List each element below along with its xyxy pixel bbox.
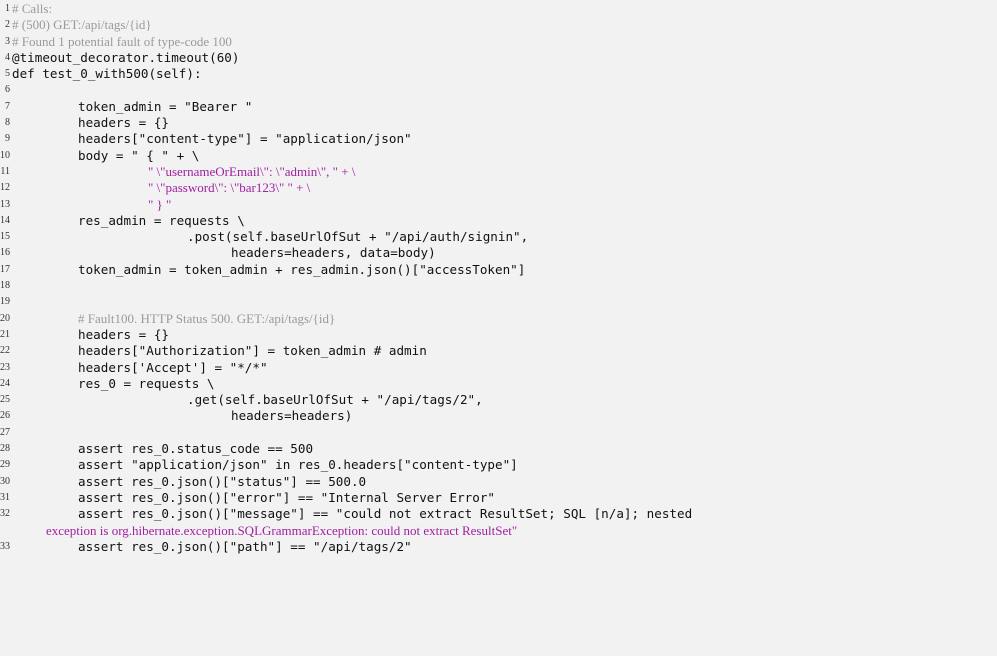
line-number: 10	[0, 149, 10, 161]
line-number: 13	[0, 198, 10, 210]
code-line: 23 headers['Accept'] = "*/*"	[0, 360, 997, 376]
code-text: res_admin = requests \	[78, 212, 245, 228]
code-text: assert res_0.json()["message"] == "could…	[78, 506, 693, 522]
line-number: 8	[5, 117, 10, 129]
code-text: assert res_0.json()["path"] == "/api/tag…	[78, 538, 412, 554]
code-text: token_admin = "Bearer "	[78, 98, 253, 114]
code-line: 32 assert res_0.json()["message"] == "cou…	[0, 506, 997, 522]
line-number: 2	[5, 19, 10, 31]
line-number: 28	[0, 443, 10, 455]
code-text: headers['Accept'] = "*/*"	[78, 359, 268, 375]
code-line: 9 headers["content-type"] = "application/…	[0, 131, 997, 147]
line-number: 5	[5, 68, 10, 80]
line-number: 25	[0, 394, 10, 406]
code-line: 6	[0, 82, 997, 98]
code-text: headers = {}	[78, 326, 169, 342]
code-line: 28 assert res_0.status_code == 500	[0, 441, 997, 457]
code-text: body = " { " + \	[78, 147, 200, 163]
code-line: 13 " } "	[0, 197, 997, 213]
code-line: 26 headers=headers)	[0, 408, 997, 424]
line-number: 15	[0, 231, 10, 243]
code-line: 29 assert "application/json" in res_0.hea…	[0, 457, 997, 473]
code-line: 8 headers = {}	[0, 115, 997, 131]
line-number: 3	[5, 35, 10, 47]
line-number: 1	[5, 3, 10, 14]
line-number: 20	[0, 312, 10, 324]
code-text: assert "application/json" in res_0.heade…	[78, 457, 518, 473]
code-line: 2# (500) GET:/api/tags/{id}	[0, 17, 997, 33]
line-number: 31	[0, 491, 10, 503]
code-text: headers=headers, data=body)	[231, 245, 436, 261]
code-line: 31 assert res_0.json()["error"] == "Inter…	[0, 490, 997, 506]
code-line: 19	[0, 294, 997, 310]
code-line: 11 " \"usernameOrEmail\": \"admin\", " + …	[0, 164, 997, 180]
line-number: 29	[0, 459, 10, 471]
line-number: 6	[5, 84, 10, 96]
code-line: 20 # Fault100. HTTP Status 500. GET:/api/…	[0, 311, 997, 327]
code-line: 10 body = " { " + \	[0, 148, 997, 164]
code-text: headers["Authorization"] = token_admin #…	[78, 343, 427, 359]
code-text: # (500) GET:/api/tags/{id}	[12, 17, 152, 33]
code-line: 22 headers["Authorization"] = token_admin…	[0, 343, 997, 359]
line-number: 33	[0, 540, 10, 552]
code-line: 3# Found 1 potential fault of type-code …	[0, 34, 997, 50]
code-text: res_0 = requests \	[78, 375, 215, 391]
line-number: 22	[0, 345, 10, 357]
code-line: 15 .post(self.baseUrlOfSut + "/api/auth/s…	[0, 229, 997, 245]
code-text: # Fault100. HTTP Status 500. GET:/api/ta…	[78, 310, 336, 326]
line-number: 26	[0, 410, 10, 422]
code-line: 1# Calls:	[0, 1, 997, 17]
code-line: 4@timeout_decorator.timeout(60)	[0, 50, 997, 66]
code-text: # Found 1 potential fault of type-code 1…	[12, 33, 232, 49]
line-number: 23	[0, 361, 10, 373]
code-line: 12 " \"password\": \"bar123\" " + \	[0, 180, 997, 196]
code-text: token_admin = token_admin + res_admin.js…	[78, 261, 526, 277]
code-text: headers=headers)	[231, 408, 353, 424]
code-text: .get(self.baseUrlOfSut + "/api/tags/2",	[187, 392, 483, 408]
line-number: 24	[0, 377, 10, 389]
code-line: 25 .get(self.baseUrlOfSut + "/api/tags/2"…	[0, 392, 997, 408]
code-text: @timeout_decorator.timeout(60)	[12, 49, 240, 65]
line-number: 7	[5, 100, 10, 112]
code-text: headers = {}	[78, 115, 169, 131]
code-line: 18	[0, 278, 997, 294]
code-line: 17 token_admin = token_admin + res_admin.…	[0, 262, 997, 278]
code-text: exception is org.hibernate.exception.SQL…	[46, 522, 518, 538]
line-number: 19	[0, 296, 10, 308]
line-number: 27	[0, 426, 10, 438]
code-line: 21 headers = {}	[0, 327, 997, 343]
line-number: 11	[0, 165, 10, 177]
code-text: def test_0_with500(self):	[12, 66, 202, 82]
line-number: 18	[0, 280, 10, 292]
line-number: 17	[0, 263, 10, 275]
code-line: 7 token_admin = "Bearer "	[0, 99, 997, 115]
line-number: 12	[0, 182, 10, 194]
code-text: .post(self.baseUrlOfSut + "/api/auth/sig…	[187, 229, 529, 245]
line-number: 9	[5, 133, 10, 145]
code-line: 30 assert res_0.json()["status"] == 500.0	[0, 474, 997, 490]
code-text: " \"password\": \"bar123\" " + \	[148, 180, 311, 196]
code-line: 33 assert res_0.json()["path"] == "/api/t…	[0, 539, 997, 555]
line-number: 16	[0, 247, 10, 259]
line-number: 21	[0, 328, 10, 340]
code-line: 24 res_0 = requests \	[0, 376, 997, 392]
line-number: 32	[0, 508, 10, 520]
code-text: assert res_0.json()["status"] == 500.0	[78, 473, 367, 489]
code-text: assert res_0.json()["error"] == "Interna…	[78, 489, 496, 505]
code-line: 14 res_admin = requests \	[0, 213, 997, 229]
code-text: " \"usernameOrEmail\": \"admin\", " + \	[148, 163, 356, 179]
code-line: 27	[0, 425, 997, 441]
code-text: " } "	[148, 196, 172, 212]
code-line: 16 headers=headers, data=body)	[0, 245, 997, 261]
line-number: 14	[0, 214, 10, 226]
line-number: 4	[5, 51, 10, 63]
code-line: exception is org.hibernate.exception.SQL…	[0, 523, 997, 539]
code-text: headers["content-type"] = "application/j…	[78, 131, 412, 147]
code-text: assert res_0.status_code == 500	[78, 441, 314, 457]
line-number: 30	[0, 475, 10, 487]
code-text: # Calls:	[12, 1, 53, 16]
